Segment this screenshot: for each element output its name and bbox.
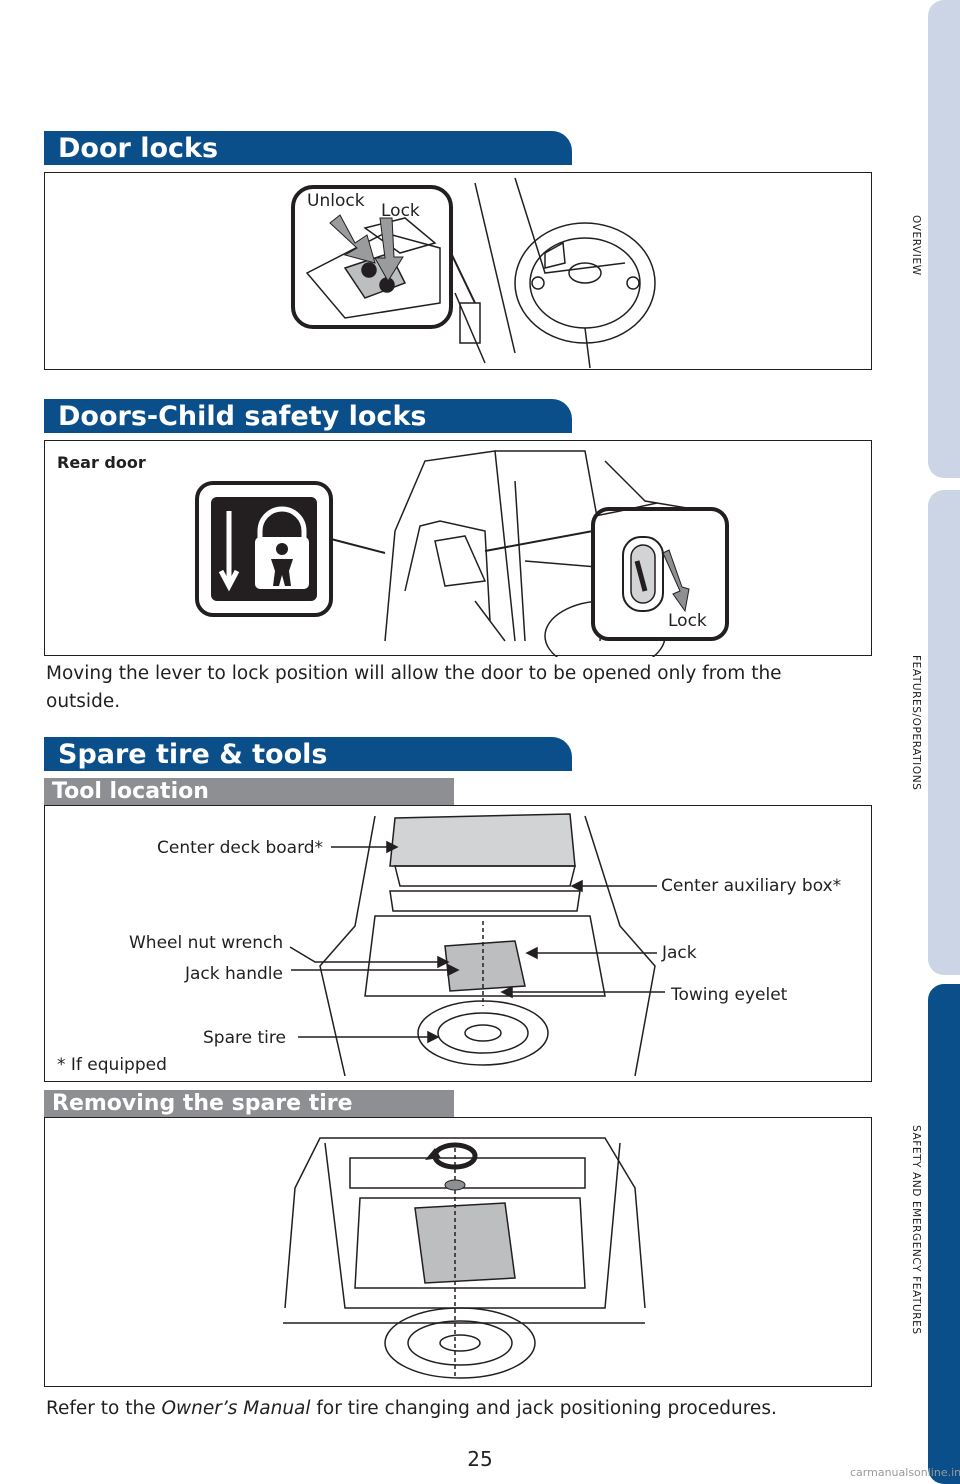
door-locks-figure: Unlock Lock bbox=[44, 172, 872, 370]
child-lock-description: Moving the lever to lock position will a… bbox=[46, 663, 782, 712]
refer-suffix: for tire changing and jack positioning p… bbox=[310, 1398, 777, 1419]
side-label-features: FEATURES/OPERATIONS bbox=[910, 655, 922, 791]
child-locks-heading: Doors-Child safety locks bbox=[44, 399, 572, 433]
tool-location-illustration bbox=[289, 813, 665, 1077]
refer-note: Refer to the Owner’s Manual for tire cha… bbox=[46, 1395, 777, 1423]
center-deck-board-label: Center deck board* bbox=[157, 838, 324, 858]
tab-safety-emergency[interactable] bbox=[928, 984, 960, 1484]
spare-tire-label: Spare tire bbox=[203, 1028, 286, 1048]
center-aux-box-label: Center auxiliary box* bbox=[661, 876, 842, 896]
child-lock-label: Lock bbox=[668, 611, 707, 631]
door-locks-illustration bbox=[291, 177, 656, 369]
tool-location-figure: Center deck board* Center auxiliary box*… bbox=[44, 805, 872, 1082]
page-number: 25 bbox=[467, 1447, 493, 1471]
tab-overview[interactable] bbox=[928, 0, 960, 478]
if-equipped-note: * If equipped bbox=[57, 1055, 167, 1075]
child-locks-figure: Rear door Lock bbox=[44, 440, 872, 657]
owners-manual-ref: Owner’s Manual bbox=[161, 1398, 311, 1419]
removing-spare-illustration bbox=[283, 1137, 646, 1379]
rear-door-label: Rear door bbox=[57, 453, 146, 472]
tool-location-subheading: Tool location bbox=[44, 778, 454, 806]
wheel-nut-wrench-label: Wheel nut wrench bbox=[129, 933, 284, 953]
jack-label: Jack bbox=[662, 943, 697, 963]
jack-handle-label: Jack handle bbox=[185, 964, 283, 984]
side-label-safety: SAFETY AND EMERGENCY FEATURES bbox=[910, 1125, 922, 1335]
towing-eyelet-label: Towing eyelet bbox=[671, 985, 788, 1005]
door-lock-label: Lock bbox=[381, 201, 420, 221]
tab-features-operations[interactable] bbox=[928, 490, 960, 975]
door-locks-heading: Door locks bbox=[44, 131, 572, 165]
side-label-overview: OVERVIEW bbox=[910, 215, 922, 276]
spare-tire-heading: Spare tire & tools bbox=[44, 737, 572, 771]
refer-prefix: Refer to the bbox=[46, 1398, 162, 1419]
door-unlock-label: Unlock bbox=[307, 191, 365, 211]
footer-watermark: carmanualsonline.info bbox=[850, 1466, 960, 1479]
child-locks-illustration bbox=[195, 450, 729, 657]
removing-spare-subheading: Removing the spare tire bbox=[44, 1090, 454, 1118]
removing-spare-figure bbox=[44, 1117, 872, 1387]
